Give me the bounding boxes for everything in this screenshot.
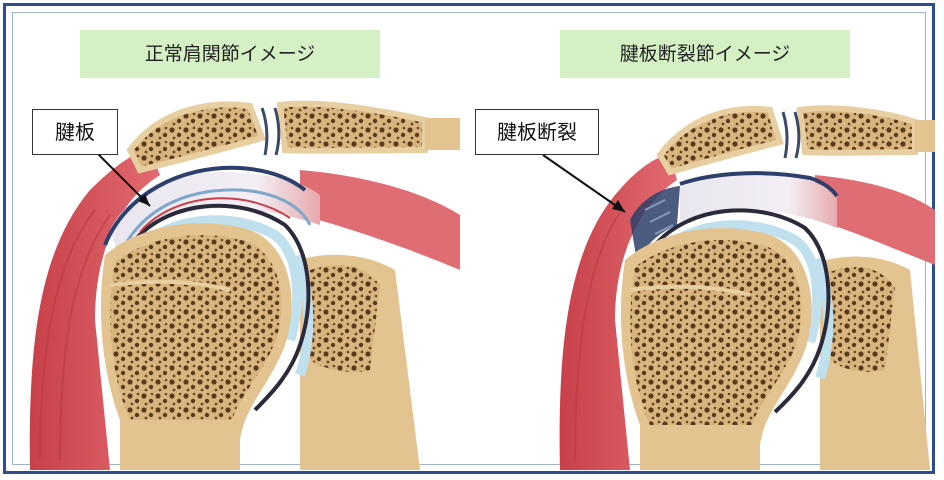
torn-cuff-panel: 腱板断裂節イメージ 腱板断裂: [465, 0, 925, 464]
normal-shoulder-title: 正常肩関節イメージ: [80, 30, 380, 78]
tear-callout-label: 腱板断裂: [475, 109, 599, 155]
torn-cuff-title: 腱板断裂節イメージ: [560, 30, 850, 78]
normal-shoulder-panel: 正常肩関節イメージ 腱板: [0, 0, 460, 464]
tendon-callout-label: 腱板: [32, 109, 118, 155]
